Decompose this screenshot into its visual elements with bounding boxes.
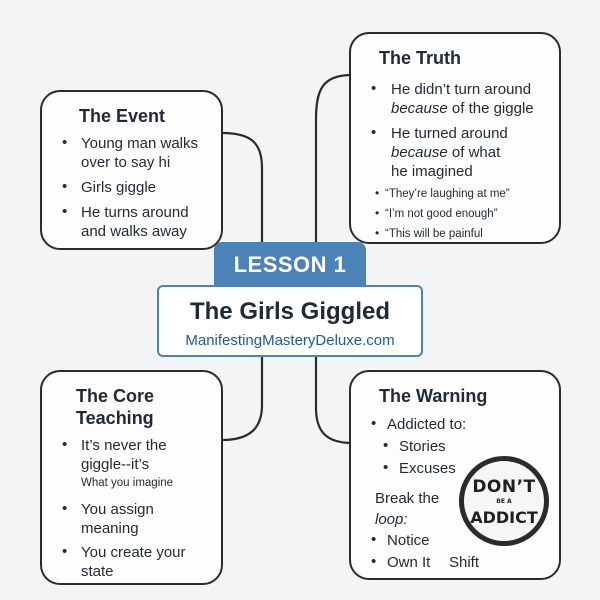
- event-item-3-line-1: He turns around: [81, 204, 189, 221]
- truth-sub-3: “This will be painful: [385, 228, 483, 240]
- warning-break: Break the: [375, 490, 440, 507]
- bullet-icon: •: [371, 415, 377, 432]
- connector-truth: [314, 73, 354, 290]
- warning-loop: loop:: [375, 510, 408, 529]
- bullet-icon: •: [62, 543, 68, 560]
- warning-title: The Warning: [379, 386, 488, 406]
- event-item-3-line-2: and walks away: [81, 223, 187, 240]
- truth-line-4: because of what: [391, 143, 500, 162]
- truth-line-5: he imagined: [391, 163, 473, 180]
- truth-line-4-rest: of what: [447, 144, 501, 161]
- bullet-icon: •: [62, 134, 68, 151]
- bullet-icon: •: [371, 553, 377, 570]
- bullet-icon: •: [371, 124, 377, 141]
- dont-be-an-addict-stamp: DON’T BE A ADDICT: [459, 456, 549, 546]
- bullet-icon: •: [371, 80, 377, 97]
- core-line-5: meaning: [81, 520, 139, 537]
- core-line-1: It’s never the: [81, 437, 167, 454]
- lesson-title: The Girls Giggled: [189, 298, 391, 325]
- bullet-icon: •: [62, 203, 68, 220]
- truth-line-4-emphasis: because: [391, 144, 448, 161]
- website-url: ManifestingMasteryDeluxe.com: [185, 332, 395, 349]
- truth-card: The Truth • He didn’t turn around becaus…: [349, 32, 561, 244]
- connector-warning: [314, 353, 354, 445]
- bullet-icon: •: [62, 178, 68, 195]
- stamp-text-bottom: ADDICT: [470, 508, 538, 527]
- warning-own-it: Own It: [387, 554, 431, 571]
- connector-event: [220, 131, 264, 290]
- bullet-icon: •: [383, 437, 389, 454]
- warning-stories: Stories: [399, 438, 446, 455]
- core-line-3: What you imagine: [81, 477, 174, 489]
- truth-line-2-rest: of the giggle: [447, 100, 534, 117]
- event-item-2-line-1: Girls giggle: [81, 179, 157, 196]
- core-line-6: You create your: [81, 544, 186, 561]
- truth-line-1: He didn’t turn around: [391, 81, 532, 98]
- connector-core: [220, 353, 264, 442]
- bullet-icon: •: [62, 500, 68, 517]
- truth-line-3: He turned around: [391, 125, 508, 142]
- warning-addicted: Addicted to:: [387, 416, 467, 433]
- warning-loop-text: loop:: [375, 511, 408, 528]
- bullet-icon: •: [383, 459, 389, 476]
- lesson-label: LESSON 1: [214, 242, 366, 286]
- warning-notice: Notice: [387, 532, 430, 549]
- event-card: The Event • Young man walks over to say …: [40, 90, 223, 250]
- core-title-line-1: The Core: [76, 386, 155, 406]
- event-item-1-line-1: Young man walks: [81, 135, 199, 152]
- core-line-4: You assign: [81, 501, 154, 518]
- truth-line-2: because of the giggle: [391, 99, 534, 118]
- truth-sub-2: “I’m not good enough”: [385, 208, 498, 220]
- bullet-icon: •: [375, 226, 380, 240]
- bullet-icon: •: [375, 186, 380, 200]
- bullet-icon: •: [62, 436, 68, 453]
- bullet-icon: •: [375, 206, 380, 220]
- event-item-1-line-2: over to say hi: [81, 154, 171, 171]
- warning-shift: Shift: [449, 554, 480, 571]
- core-line-7: state: [81, 563, 114, 580]
- truth-line-2-emphasis: because: [391, 100, 448, 117]
- core-title-line-2: Teaching: [76, 408, 154, 428]
- core-teaching-card: The Core Teaching • It’s never the giggl…: [40, 370, 223, 585]
- stamp-text-top: DON’T: [472, 477, 536, 497]
- truth-sub-1: “They’re laughing at me”: [385, 188, 510, 200]
- truth-title: The Truth: [379, 48, 461, 68]
- stamp-text-middle: BE A: [496, 498, 512, 505]
- event-title: The Event: [79, 106, 166, 126]
- lesson-title-box: The Girls Giggled ManifestingMasteryDelu…: [157, 285, 423, 357]
- core-line-2: giggle--it’s: [81, 456, 150, 473]
- warning-excuses: Excuses: [399, 460, 456, 477]
- bullet-icon: •: [371, 531, 377, 548]
